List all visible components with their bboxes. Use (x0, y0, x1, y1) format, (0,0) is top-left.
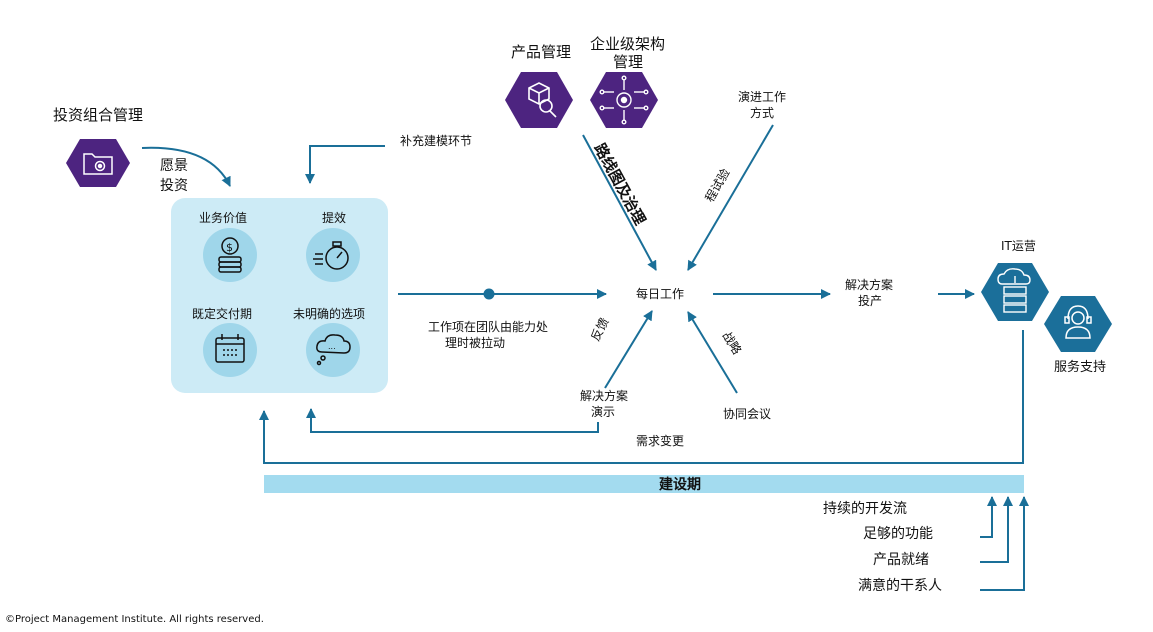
unclear-options-label: 未明确的选项 (293, 306, 365, 321)
business-value-circle (203, 228, 257, 282)
demo-return-arrow (306, 408, 599, 433)
portfolio-title: 投资组合管理 (53, 106, 143, 124)
service-support-title: 服务支持 (1054, 359, 1106, 375)
folder-gear-icon (83, 153, 113, 175)
svg-text:...: ... (328, 342, 336, 351)
outcome-arrow-1 (980, 496, 997, 538)
strategy-arrow (687, 311, 738, 394)
evolve-title-line2: 方式 (750, 105, 774, 120)
investment-label: 投资 (160, 178, 188, 194)
outcome-arrow-2 (980, 496, 1013, 563)
evolve-arrow (687, 124, 774, 271)
outcome-sufficient-features: 足够的功能 (863, 526, 933, 542)
outcome-continuous-flow: 持续的开发流 (823, 500, 907, 517)
headset-agent-icon (1064, 305, 1092, 339)
thought-cloud-icon: ... (316, 334, 351, 366)
daily-work-label: 每日工作 (636, 286, 684, 301)
circuit-gear-icon (599, 75, 649, 125)
unclear-options-circle (306, 323, 360, 377)
business-value-label: 业务价值 (199, 210, 247, 225)
roadmap-label: 路线图及治理 (590, 140, 649, 228)
calendar-icon (215, 334, 245, 363)
coins-dollar-icon: $ (218, 237, 242, 273)
efficiency-label: 提效 (322, 210, 346, 225)
copyright-notice: ©Project Management Institute. All right… (5, 614, 264, 625)
experiment-label: 程试验 (702, 166, 733, 205)
roadmap-arrow (582, 134, 657, 271)
change-request-label: 需求变更 (636, 433, 684, 448)
feedback-label: 反馈 (588, 316, 611, 344)
ops-return-arrow (259, 330, 1024, 464)
cloud-server-icon (997, 268, 1031, 313)
stopwatch-icon (313, 241, 349, 270)
supplement-arrow (305, 145, 385, 184)
vision-arrow (141, 146, 231, 187)
ea-mgmt-title-line1: 企业级架构 (590, 35, 665, 53)
pull-dot (483, 288, 495, 300)
build-period-label: 建设期 (659, 476, 701, 493)
vision-label: 愿景 (160, 158, 188, 174)
it-ops-title: IT运营 (1001, 239, 1036, 253)
svg-text:$: $ (226, 241, 233, 254)
outcome-product-ready: 产品就绪 (873, 552, 929, 568)
outcome-satisfied-stakeholders: 满意的干系人 (858, 577, 942, 594)
efficiency-circle (306, 228, 360, 282)
pull-label-line1: 工作项在团队由能力处 (428, 319, 548, 334)
deploy-label-line1: 解决方案 (845, 277, 893, 292)
feedback-arrow (604, 310, 653, 389)
portfolio-hexagon (66, 139, 130, 187)
pull-label-line2: 理时被拉动 (445, 335, 505, 350)
ea-mgmt-title-line2: 管理 (613, 53, 643, 71)
evolve-title-line1: 演进工作 (738, 89, 786, 104)
strategy-label: 战略 (719, 329, 744, 357)
fixed-delivery-label: 既定交付期 (192, 306, 252, 321)
deploy-label-line2: 投产 (858, 293, 882, 308)
outcome-arrow-3 (980, 496, 1029, 591)
supplement-label: 补充建模环节 (400, 133, 472, 148)
fixed-delivery-circle (203, 323, 257, 377)
build-period-bar (264, 475, 1024, 493)
product-mgmt-title: 产品管理 (511, 43, 571, 61)
box-magnifier-icon (528, 82, 557, 118)
sync-meeting-label: 协同会议 (723, 406, 771, 421)
demo-label-line1: 解决方案 (580, 388, 628, 403)
demo-label-line2: 演示 (591, 404, 615, 419)
